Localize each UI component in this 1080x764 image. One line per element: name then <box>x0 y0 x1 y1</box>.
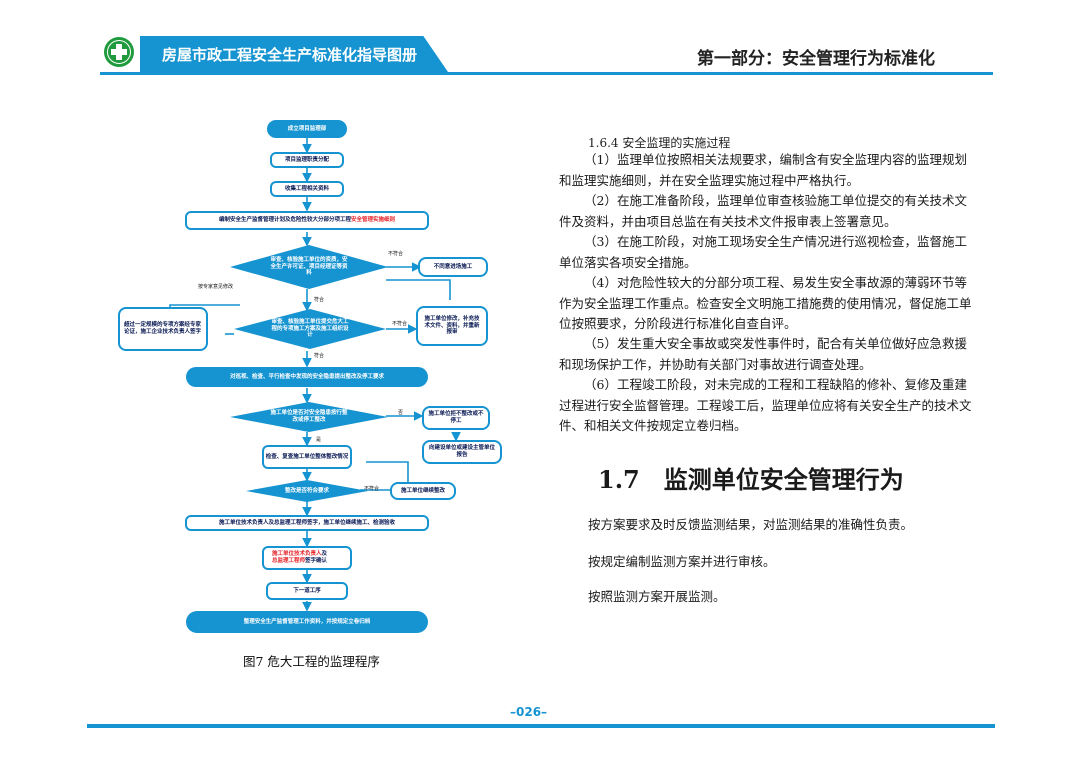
paragraph-5: （5）发生重大安全事故或突发性事件时，配合有关单位做好应急救援和现场保护工作，并… <box>559 336 967 372</box>
diamond-rectification-check-text: 施工单位是否对安全隐患按行整改或停工整改 <box>270 410 348 423</box>
section-title: 1.7 监测单位安全管理行为 <box>598 465 904 494</box>
node-sign-continue: 施工单位技术负责人及总监理工程师签字，施工单位继续施工、检测验收 <box>185 515 429 531</box>
label-not-compliant-1: 不符合 <box>388 251 404 257</box>
part-title: 第一部分：安全管理行为标准化 <box>697 49 935 69</box>
header-band <box>140 36 448 72</box>
node-continue-rectify: 施工单位继续整改 <box>390 482 456 500</box>
label-not-compliant-2: 不符合 <box>392 321 408 327</box>
node-sign-confirm-line2: 总监理工程师签字确认 <box>272 558 327 565</box>
label-revise-per-experts: 按专家意见修改 <box>198 284 234 290</box>
node-no-entry: 不同意进场施工 <box>418 257 488 277</box>
node-rectification-requirements: 对巡视、检查、平行检查中发现的安全隐患提出整改及停工要求 <box>186 367 428 387</box>
section-line-2: 按规定编制监测方案并进行审核。 <box>588 554 776 569</box>
diamond-review-qualifications-text: 审查、核验施工单位的资质，安全生产许可证、项目经理证等资料 <box>270 257 348 277</box>
label-compliant-1: 符合 <box>314 297 325 303</box>
node-compile-plan-text: 编制安全生产监督管理计划及危险性较大分部分项工程 <box>218 217 351 224</box>
paragraph-4: （4）对危险性较大的分部分项工程、易发生安全事故源的薄弱环节等作为安全监理工作重… <box>559 275 972 331</box>
label-no-1: 否 <box>398 410 404 416</box>
node-compile-plan: 编制安全生产监督管理计划及危险性较大分部分项工程安全管理实施细则 <box>185 211 429 230</box>
node-sign-confirm-line1: 施工单位技术负责人及 <box>272 551 327 558</box>
footer-divider <box>87 724 995 728</box>
paragraph-6: （6）工程竣工阶段，对未完成的工程和工程缺陷的修补、复修及重建过程进行安全监督管… <box>559 377 972 433</box>
node-establish-dept: 成立项目监理部 <box>267 120 347 138</box>
label-not-compliant-3: 不符合 <box>364 486 380 492</box>
node-expert-review: 超过一定规模的专项方案经专家论证，施工企业技术负责人签字 <box>118 307 208 351</box>
book-title: 房屋市政工程安全生产标准化指导图册 <box>162 46 418 64</box>
page-number: –026– <box>510 705 548 719</box>
section-line-1: 按方案要求及时反馈监测结果，对监测结果的准确性负责。 <box>588 517 914 532</box>
diamond-review-special-plan-text: 审查、核验施工单位提交危大工程的专项施工方案及施工组织设计 <box>271 319 349 339</box>
tech-lead-highlight: 施工单位技术负责人 <box>272 551 322 558</box>
node-report-owner: 向建设单位或建设主管单位报告 <box>422 440 502 464</box>
chief-engineer-highlight: 总监理工程师 <box>272 558 306 564</box>
node-sign-confirm: 施工单位技术负责人及 总监理工程师签字确认 <box>262 546 352 570</box>
sign-confirm-text: 签字确认 <box>305 558 328 564</box>
label-yes-1: 是 <box>316 437 322 443</box>
subsection-heading: 1.6.4 安全监理的实施过程 <box>588 136 731 150</box>
paragraph-3: （3）在施工阶段，对施工现场安全生产情况进行巡视检查，监督施工单位落实各项安全措… <box>559 234 967 270</box>
node-collect-materials: 收集工程相关资料 <box>270 181 344 197</box>
and-text: 及 <box>321 551 328 558</box>
node-inspect-rectification: 检查、复查施工单位整体整改情况 <box>262 445 352 469</box>
node-duty-assignment: 项目监理职责分配 <box>270 152 344 168</box>
diamond-compliance-check: 整改是否符合要求 <box>246 480 368 502</box>
node-refuse-rectify: 施工单位拒不整改或不停工 <box>422 406 490 430</box>
safety-cross-logo-icon <box>104 37 134 67</box>
node-revise-resubmit: 施工单位修改，补充技术文件、资料，并重新报审 <box>416 306 488 346</box>
node-compile-plan-highlight: 安全管理实施细则 <box>351 217 396 224</box>
paragraph-2: （2）在施工准备阶段，监理单位审查核验施工单位提交的有关技术文件及资料，并由项目… <box>559 193 967 229</box>
node-next-process: 下一道工序 <box>266 582 348 600</box>
label-compliant-2: 符合 <box>314 353 325 359</box>
section-line-3: 按照监测方案开展监测。 <box>588 589 726 604</box>
paragraph-1: （1）监理单位按照相关法规要求，编制含有安全监理内容的监理规划和监理实施细则，并… <box>559 152 967 188</box>
header-divider <box>100 72 993 75</box>
flowchart-connectors <box>165 136 461 612</box>
diamond-compliance-check-text: 整改是否符合要求 <box>284 487 329 494</box>
node-archive: 整理安全生产监督管理工作资料，并按规定立卷归档 <box>186 611 428 633</box>
figure-caption: 图7 危大工程的监理程序 <box>243 654 380 669</box>
